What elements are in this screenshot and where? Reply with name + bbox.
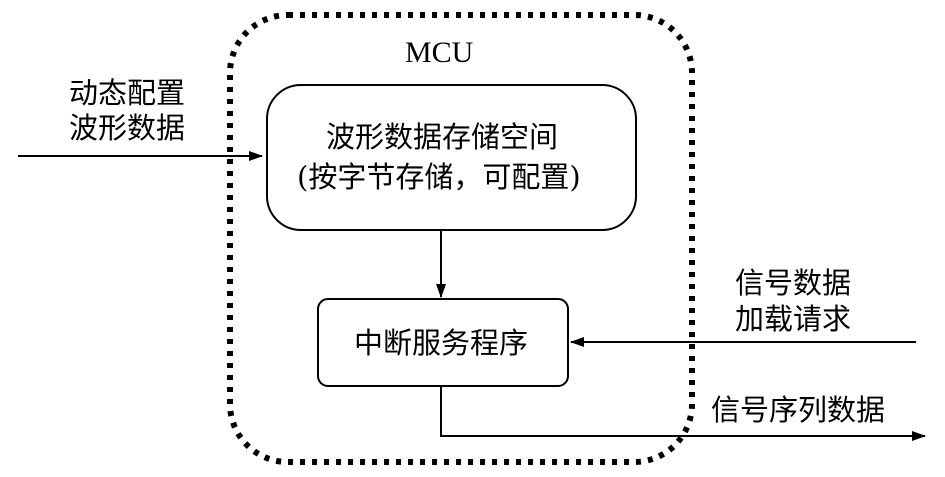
output-label: 信号序列数据 — [711, 393, 886, 427]
input-right-label-line1: 信号数据 — [735, 266, 852, 300]
storage-box-title: 波形数据存储空间 — [326, 120, 559, 154]
isr-box-label: 中断服务程序 — [354, 326, 529, 360]
input-right-label-line2: 加载请求 — [735, 302, 852, 336]
isr-box — [317, 298, 569, 387]
storage-box — [266, 84, 637, 231]
input-left-label-line2: 波形数据 — [69, 111, 186, 145]
output-arrow — [440, 386, 926, 441]
input-left-label-line1: 动态配置 — [69, 76, 186, 110]
mcu-label: MCU — [405, 36, 474, 69]
storage-box-subtitle: (按字节存储，可配置) — [297, 160, 581, 194]
mcu-boundary — [227, 12, 695, 465]
